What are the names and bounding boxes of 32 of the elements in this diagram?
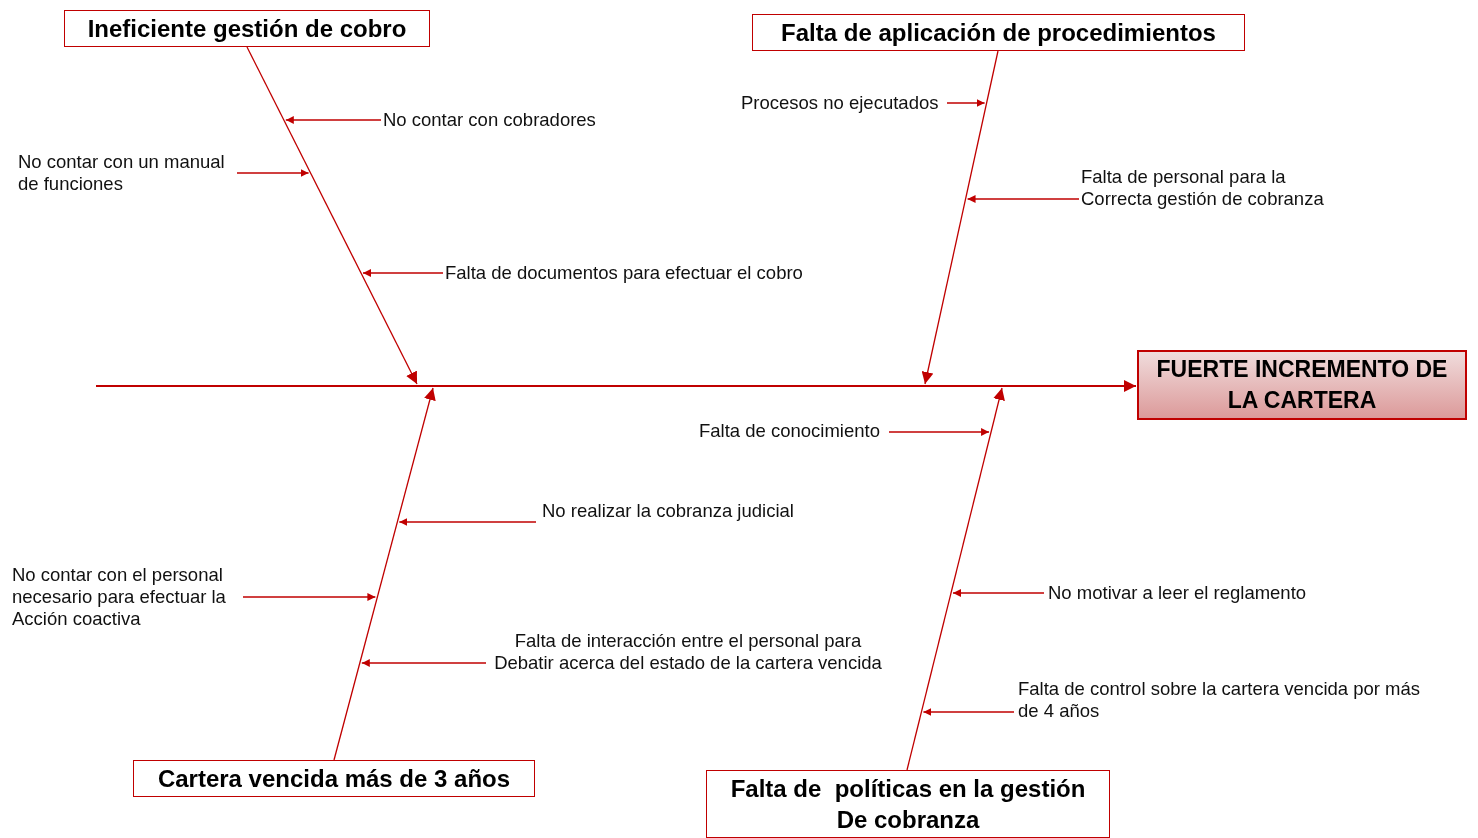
cause-text: Falta de interacción entre el personal para Debatir acerca del estado de la cartera vencida	[490, 630, 886, 674]
category-box: Falta de políticas en la gestión De cobranza	[706, 770, 1110, 838]
bone-arrow	[246, 46, 418, 385]
category-box: Cartera vencida más de 3 años	[133, 760, 535, 797]
arrow	[361, 659, 487, 667]
cause-text: No contar con el personal necesario para efectuar la Acción coactiva	[12, 564, 234, 630]
bone-arrow	[333, 387, 436, 761]
bone-arrow	[921, 50, 999, 385]
arrow	[285, 116, 382, 124]
effect-box: FUERTE INCREMENTO DE LA CARTERA	[1137, 350, 1467, 420]
cause-text: Falta de personal para la Correcta gestión de cobranza	[1081, 166, 1333, 210]
cause-text: Falta de control sobre la cartera vencida por más de 4 años	[1018, 678, 1433, 722]
cause-text: No realizar la cobranza judicial	[542, 500, 822, 522]
arrow	[236, 169, 310, 177]
cause-text: No contar con cobradores	[383, 109, 623, 131]
spine-arrow	[95, 380, 1137, 392]
cause-text: Falta de conocimiento	[699, 420, 889, 442]
cause-text: No motivar a leer el reglamento	[1048, 582, 1338, 604]
arrow	[888, 428, 990, 436]
category-box: Ineficiente gestión de cobro	[64, 10, 430, 47]
arrow	[922, 708, 1015, 716]
cause-text: Falta de documentos para efectuar el cobro	[445, 262, 835, 284]
bone-arrow	[906, 387, 1005, 771]
arrow	[362, 269, 444, 277]
arrow	[952, 589, 1045, 597]
arrow	[398, 518, 537, 526]
category-box: Falta de aplicación de procedimientos	[752, 14, 1245, 51]
arrow	[966, 195, 1080, 203]
arrow	[242, 593, 377, 601]
cause-text: No contar con un manual de funciones	[18, 151, 236, 195]
cause-text: Procesos no ejecutados	[741, 92, 946, 114]
arrow	[946, 99, 986, 107]
